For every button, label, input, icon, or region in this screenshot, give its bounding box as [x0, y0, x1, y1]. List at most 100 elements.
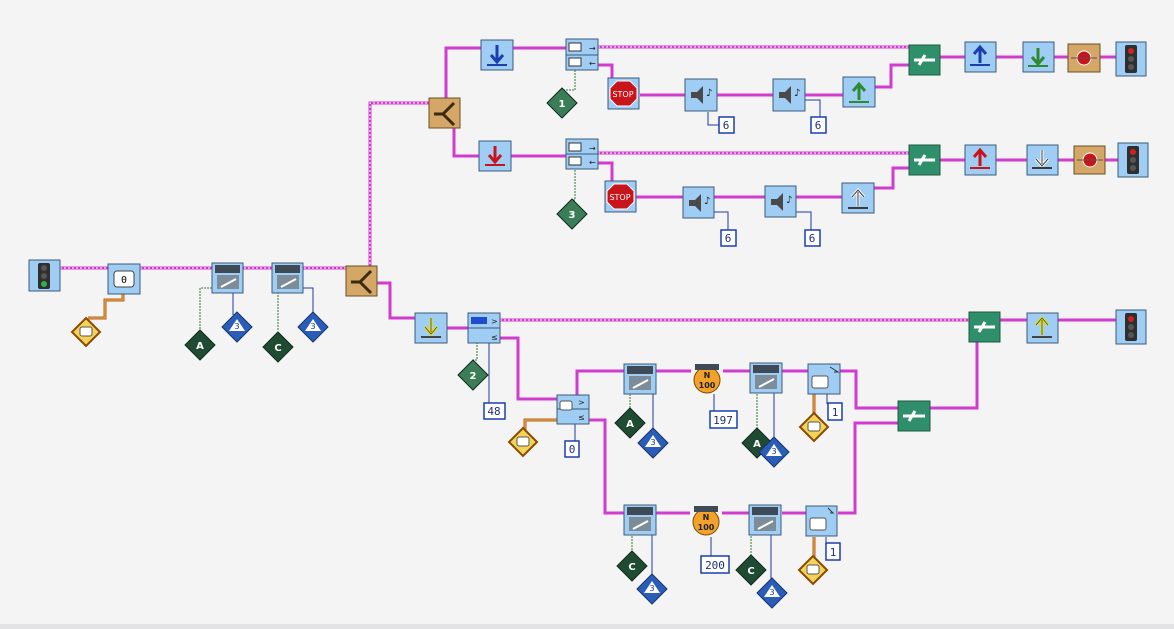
lamp-block-1[interactable] [1067, 43, 1101, 73]
threshold-value-2[interactable]: 0 [564, 440, 580, 458]
motor-c-reverse-block[interactable] [623, 504, 657, 536]
sound-block-3[interactable]: ♪ [682, 186, 715, 219]
sensor-port-touch-icon[interactable] [507, 426, 539, 458]
power-icon-4[interactable]: 3 [758, 436, 790, 468]
touch-value-a[interactable]: 1 [827, 402, 843, 421]
svg-text:←: ← [589, 158, 596, 167]
compare-block-1[interactable]: → ← [565, 38, 599, 71]
power-5-value: 3 [649, 584, 654, 593]
compare-block-2[interactable]: → ← [565, 138, 599, 170]
stop-traffic-light-icon-3[interactable] [1115, 309, 1147, 345]
arrow-down-red-block[interactable] [478, 140, 512, 172]
timer-block-2[interactable]: N 100 [690, 505, 722, 537]
port-c-icon-2[interactable]: C [616, 550, 648, 582]
stop-sign-icon-2[interactable]: STOP [604, 180, 637, 213]
svg-text:→: → [589, 44, 596, 53]
timer-block-1[interactable]: N 100 [691, 362, 723, 394]
power-a-value: 3 [234, 322, 239, 331]
port-a-icon[interactable]: A [184, 329, 216, 361]
wait-1-text: 6 [723, 119, 730, 132]
power-4-value: 3 [771, 447, 776, 456]
merge-block-1[interactable] [908, 44, 941, 76]
touch-a-text: 1 [832, 406, 839, 419]
sensor-1-port-icon[interactable]: 1 [546, 87, 578, 119]
sensor-port-touch-icon-2[interactable] [798, 411, 830, 443]
wait-touch-block-a[interactable] [807, 363, 841, 395]
rotation-a-text: 197 [713, 414, 733, 427]
port-a-label-2: A [626, 419, 634, 430]
sensor-2-label: 2 [470, 371, 477, 382]
wait-value-3[interactable]: 6 [720, 229, 737, 247]
power-c-icon[interactable]: 3 [297, 311, 329, 343]
wait-4-text: 6 [809, 232, 816, 245]
merge-block-3[interactable] [897, 400, 931, 432]
sound-block-1[interactable]: ♪ [684, 78, 718, 112]
stop-traffic-light-icon-1[interactable] [1115, 41, 1147, 77]
wait-touch-block-c[interactable] [805, 505, 838, 537]
threshold-value-1[interactable]: 48 [483, 402, 506, 420]
wait-value-4[interactable]: 6 [804, 229, 821, 247]
sensor-1-label: 1 [559, 99, 566, 110]
svg-text:>: > [578, 398, 585, 407]
sensor-port-touch-icon-3[interactable] [797, 554, 829, 586]
svg-text:→: → [589, 144, 596, 153]
motor-c-forward-block[interactable] [748, 504, 782, 536]
sensor-port-1-icon[interactable] [70, 316, 102, 348]
motor-a-block[interactable] [211, 262, 244, 294]
canvas-bottom-border [0, 624, 1174, 629]
svg-text:≤: ≤ [491, 333, 498, 342]
arrow-down-green-block-1[interactable] [1022, 41, 1055, 73]
merge-block-4[interactable] [968, 311, 1001, 343]
arrow-down-white-block-1[interactable] [1026, 144, 1059, 176]
port-a-label-3: A [753, 439, 761, 450]
stop-sign-icon-1[interactable]: STOP [607, 77, 640, 110]
wait-value-2[interactable]: 6 [810, 116, 827, 134]
merge-block-2[interactable] [908, 144, 941, 176]
port-c-icon-3[interactable]: C [735, 554, 767, 586]
wait-2-text: 6 [815, 119, 822, 132]
port-c-icon[interactable]: C [262, 331, 294, 363]
motor-a-reverse-block[interactable] [623, 363, 657, 395]
start-traffic-light-icon[interactable] [28, 259, 61, 292]
touch-value-c[interactable]: 1 [825, 542, 841, 561]
power-icon-3[interactable]: 3 [637, 427, 669, 459]
power-icon-6[interactable]: 3 [756, 577, 788, 609]
svg-text:♪: ♪ [786, 195, 792, 206]
svg-text:♪: ♪ [704, 196, 710, 207]
fork-block-main[interactable] [345, 265, 378, 297]
data-wires [88, 70, 828, 580]
power-6-value: 3 [769, 588, 774, 597]
stop-traffic-light-icon-2[interactable] [1117, 142, 1149, 178]
wait-value-1[interactable]: 6 [718, 116, 735, 134]
lamp-block-2[interactable] [1073, 145, 1106, 175]
port-c-label: C [274, 343, 281, 354]
svg-text:>: > [491, 317, 498, 326]
motor-c-block[interactable] [271, 262, 304, 294]
arrow-down-blue-block-1[interactable] [480, 39, 514, 71]
sensor-3-port-icon[interactable]: 3 [556, 198, 588, 230]
svg-text:♪: ♪ [794, 88, 800, 99]
fork-block-top[interactable] [428, 97, 461, 129]
arrow-down-yellow-block[interactable] [414, 312, 448, 344]
rotation-value-c[interactable]: 200 [700, 555, 730, 574]
power-icon-5[interactable]: 3 [636, 573, 668, 605]
arrow-up-green-block-1[interactable] [842, 76, 876, 108]
sound-block-2[interactable]: ♪ [772, 78, 806, 112]
rotation-c-text: 200 [705, 559, 725, 572]
light-sensor-block[interactable]: > ≤ [467, 312, 501, 344]
port-a-icon-2[interactable]: A [614, 407, 646, 439]
threshold-1-text: 48 [487, 405, 500, 418]
arrow-up-yellow-block[interactable] [1026, 312, 1059, 344]
arrow-up-white-block-1[interactable] [841, 182, 875, 214]
sensor-2-port-icon[interactable]: 2 [457, 359, 489, 391]
rotation-value-a[interactable]: 197 [709, 410, 738, 429]
arrow-up-red-block[interactable] [964, 144, 997, 176]
arrow-up-blue-block-1[interactable] [964, 41, 997, 73]
touch-sensor-block[interactable]: > ≤ [556, 394, 590, 425]
reset-rotation-block[interactable]: 0 [107, 263, 141, 295]
timer-1-value: 100 [699, 381, 716, 390]
power-a-icon[interactable]: 3 [221, 311, 253, 343]
sound-block-4[interactable]: ♪ [764, 185, 797, 218]
motor-a-forward-block[interactable] [749, 362, 783, 394]
